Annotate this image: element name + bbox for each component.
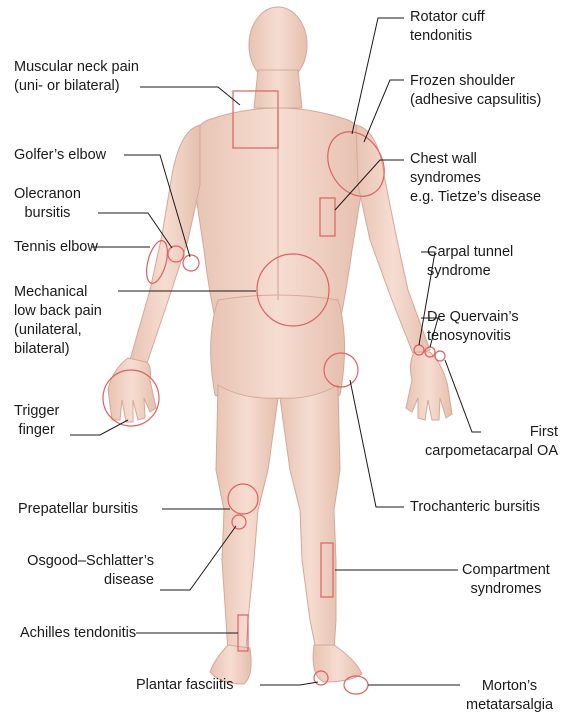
label-golfers-elbow: Golfer’s elbow (14, 146, 106, 165)
morton-marker (344, 676, 368, 694)
label-olecranon: Olecranon bursitis (14, 185, 81, 223)
label-prepatellar: Prepatellar bursitis (18, 500, 138, 519)
label-frozen-shoulder: Frozen shoulder (adhesive capsulitis) (410, 72, 541, 110)
label-de-quervain: De Quervain’s tenosynovitis (427, 308, 519, 346)
label-trochanteric: Trochanteric bursitis (410, 498, 540, 517)
label-rotator-cuff: Rotator cuff tendonitis (410, 8, 485, 46)
label-muscular-neck: Muscular neck pain (uni- or bilateral) (14, 58, 139, 96)
label-mechanical-back: Mechanical low back pain (unilateral, bi… (14, 283, 102, 359)
label-plantar: Plantar fasciitis (136, 676, 234, 695)
label-morton: Morton’s metatarsalgia (466, 677, 553, 715)
first-cmc-marker (435, 351, 445, 361)
human-body-back-view (108, 7, 452, 684)
label-achilles: Achilles tendonitis (20, 624, 136, 643)
label-osgood: Osgood–Schlatter’s disease (10, 552, 154, 590)
label-trigger-finger: Trigger finger (14, 402, 59, 440)
golfers-elbow-marker (183, 255, 199, 271)
label-chest-wall: Chest wall syndromes e.g. Tietze’s disea… (410, 150, 541, 207)
label-compartment: Compartment syndromes (462, 561, 550, 599)
label-carpal-tunnel: Carpal tunnel syndrome (427, 243, 513, 281)
label-tennis-elbow: Tennis elbow (14, 238, 98, 257)
label-first-cmc: First carpometacarpal OA (425, 423, 558, 461)
